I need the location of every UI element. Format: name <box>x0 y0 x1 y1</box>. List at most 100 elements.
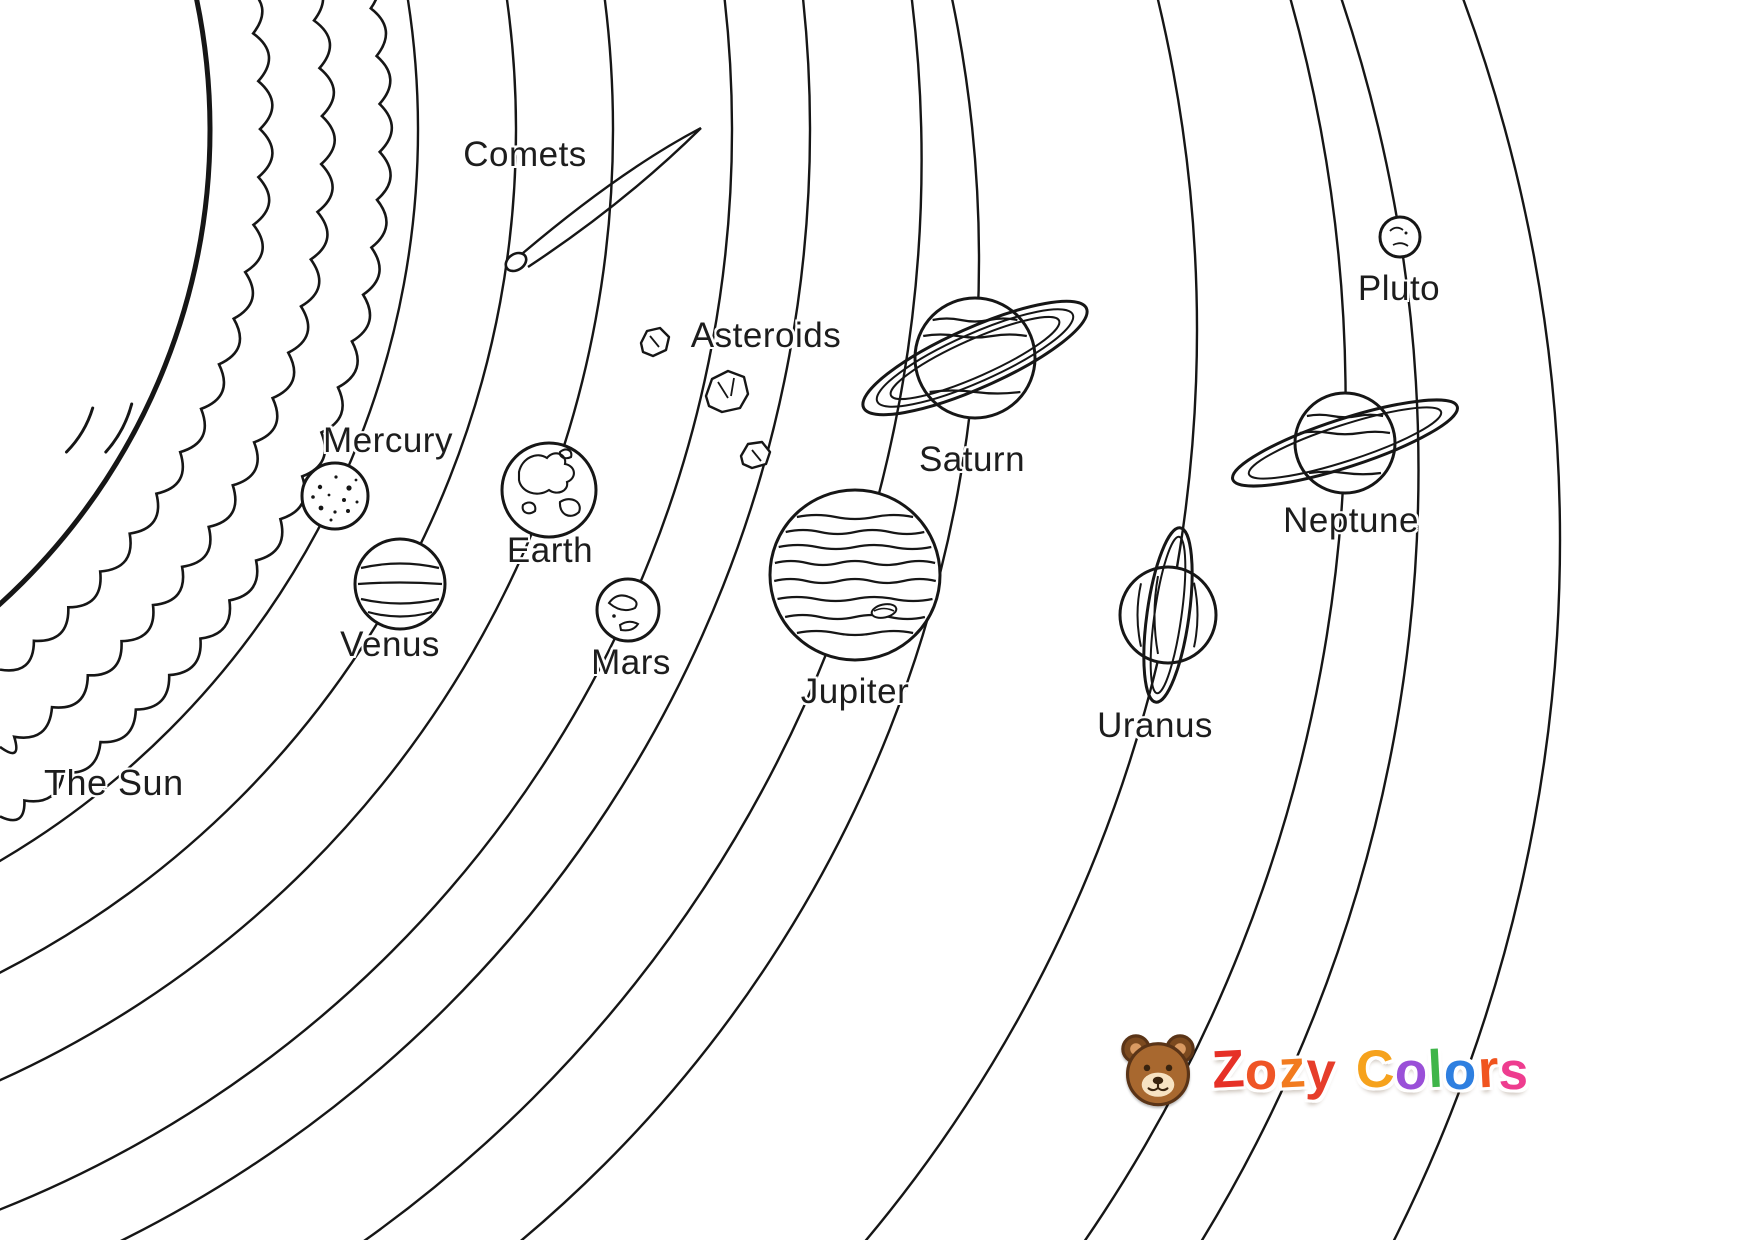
crater-dot <box>355 500 359 504</box>
asteroid-crease <box>717 377 735 399</box>
planet-neptune <box>1231 391 1459 495</box>
crater-dot <box>342 498 346 502</box>
crater-dot <box>354 478 358 482</box>
planet-pluto <box>1378 215 1422 259</box>
label-mars: Mars <box>591 643 671 682</box>
crater-dot <box>1404 231 1408 235</box>
crater-dot <box>346 509 350 513</box>
band-line <box>367 610 433 618</box>
planet-mercury <box>300 461 370 531</box>
brand-letter: o <box>1393 1040 1429 1102</box>
brand-letter: y <box>1304 1040 1337 1102</box>
crater-dot <box>318 505 324 511</box>
planet-earth <box>500 441 598 539</box>
crater-dot <box>329 518 333 522</box>
crater-dot <box>317 484 323 490</box>
band-line <box>1299 430 1391 436</box>
label-asteroids: Asteroids <box>690 316 842 355</box>
sun-shading-tick <box>65 406 95 454</box>
brand-letter: Z <box>1210 1038 1246 1100</box>
continent-outline <box>558 448 573 460</box>
planet-mars <box>595 577 661 643</box>
orbit-saturn <box>519 0 980 1240</box>
band-line <box>1308 470 1382 476</box>
band-line <box>777 595 933 603</box>
saturn-body <box>913 296 1037 420</box>
band-line <box>774 559 936 567</box>
orbit-pluto <box>1200 0 1420 1240</box>
brand-letter: C <box>1354 1038 1396 1100</box>
band-line <box>796 513 914 521</box>
planet-uranus <box>1118 526 1218 704</box>
asteroid <box>704 369 750 414</box>
comet-tail <box>522 126 702 254</box>
label-pluto: Pluto <box>1357 269 1441 308</box>
sun-corona-arc <box>0 0 337 755</box>
planet-venus <box>353 537 447 631</box>
comet-head <box>504 251 528 273</box>
storm-swirl <box>873 607 895 612</box>
band-line <box>357 581 443 586</box>
band-line <box>360 597 440 605</box>
bear-icon <box>1121 1034 1195 1107</box>
uranus-ring <box>1142 526 1194 704</box>
band-line <box>778 543 932 551</box>
orbit-uranus <box>864 0 1198 1240</box>
label-uranus: Uranus <box>1097 706 1213 745</box>
brand-letter: o <box>1244 1040 1279 1102</box>
asteroid-crease <box>751 449 762 462</box>
crater-dot <box>612 614 616 618</box>
comet <box>504 126 702 273</box>
neptune-rings <box>1231 398 1459 488</box>
orbit-earth <box>0 0 614 1082</box>
pluto-body <box>1378 215 1422 259</box>
asteroid <box>739 440 772 470</box>
asteroid-crease <box>649 335 660 348</box>
label-earth: Earth <box>506 531 594 570</box>
mercury-body <box>300 461 370 531</box>
brand-letter: s <box>1497 1040 1530 1102</box>
brand-letter: l <box>1426 1039 1445 1099</box>
surface-squiggle <box>1392 242 1409 247</box>
label-venus: Venus <box>340 625 440 664</box>
asteroid <box>639 326 671 358</box>
band-line <box>360 562 440 570</box>
meridian-line <box>1193 582 1199 648</box>
band-line <box>785 528 925 536</box>
crater-dot <box>346 485 352 491</box>
brand-letter: r <box>1475 1039 1500 1100</box>
continent-outline <box>517 452 575 495</box>
crater-dot <box>333 510 337 514</box>
crater-dot <box>334 475 338 479</box>
asteroid-rock <box>704 369 750 414</box>
band-line <box>784 613 926 621</box>
label-neptune: Neptune <box>1283 501 1419 540</box>
label-mercury: Mercury <box>323 421 453 460</box>
continent-outline <box>558 498 581 517</box>
jupiter-storm <box>870 603 898 619</box>
planet-jupiter <box>768 488 942 662</box>
bear-eye <box>1143 1064 1151 1072</box>
meridian-line <box>1136 583 1142 647</box>
band-line <box>796 629 914 637</box>
planet-saturn <box>861 296 1089 420</box>
sun-corona-arc <box>0 0 274 672</box>
band-line <box>773 577 937 585</box>
surface-squiggle <box>1389 226 1404 232</box>
band-line <box>932 317 1018 323</box>
surface-patch <box>618 620 640 632</box>
label-jupiter: Jupiter <box>800 672 910 711</box>
label-comets: Comets <box>463 135 587 174</box>
orbit-mercury <box>0 0 419 863</box>
surface-patch <box>607 594 638 612</box>
crater-dot <box>327 493 331 497</box>
sun-shading-tick <box>104 402 134 454</box>
orbit-venus <box>0 0 517 974</box>
sun-corona-arc <box>0 0 394 822</box>
sun <box>0 0 213 608</box>
